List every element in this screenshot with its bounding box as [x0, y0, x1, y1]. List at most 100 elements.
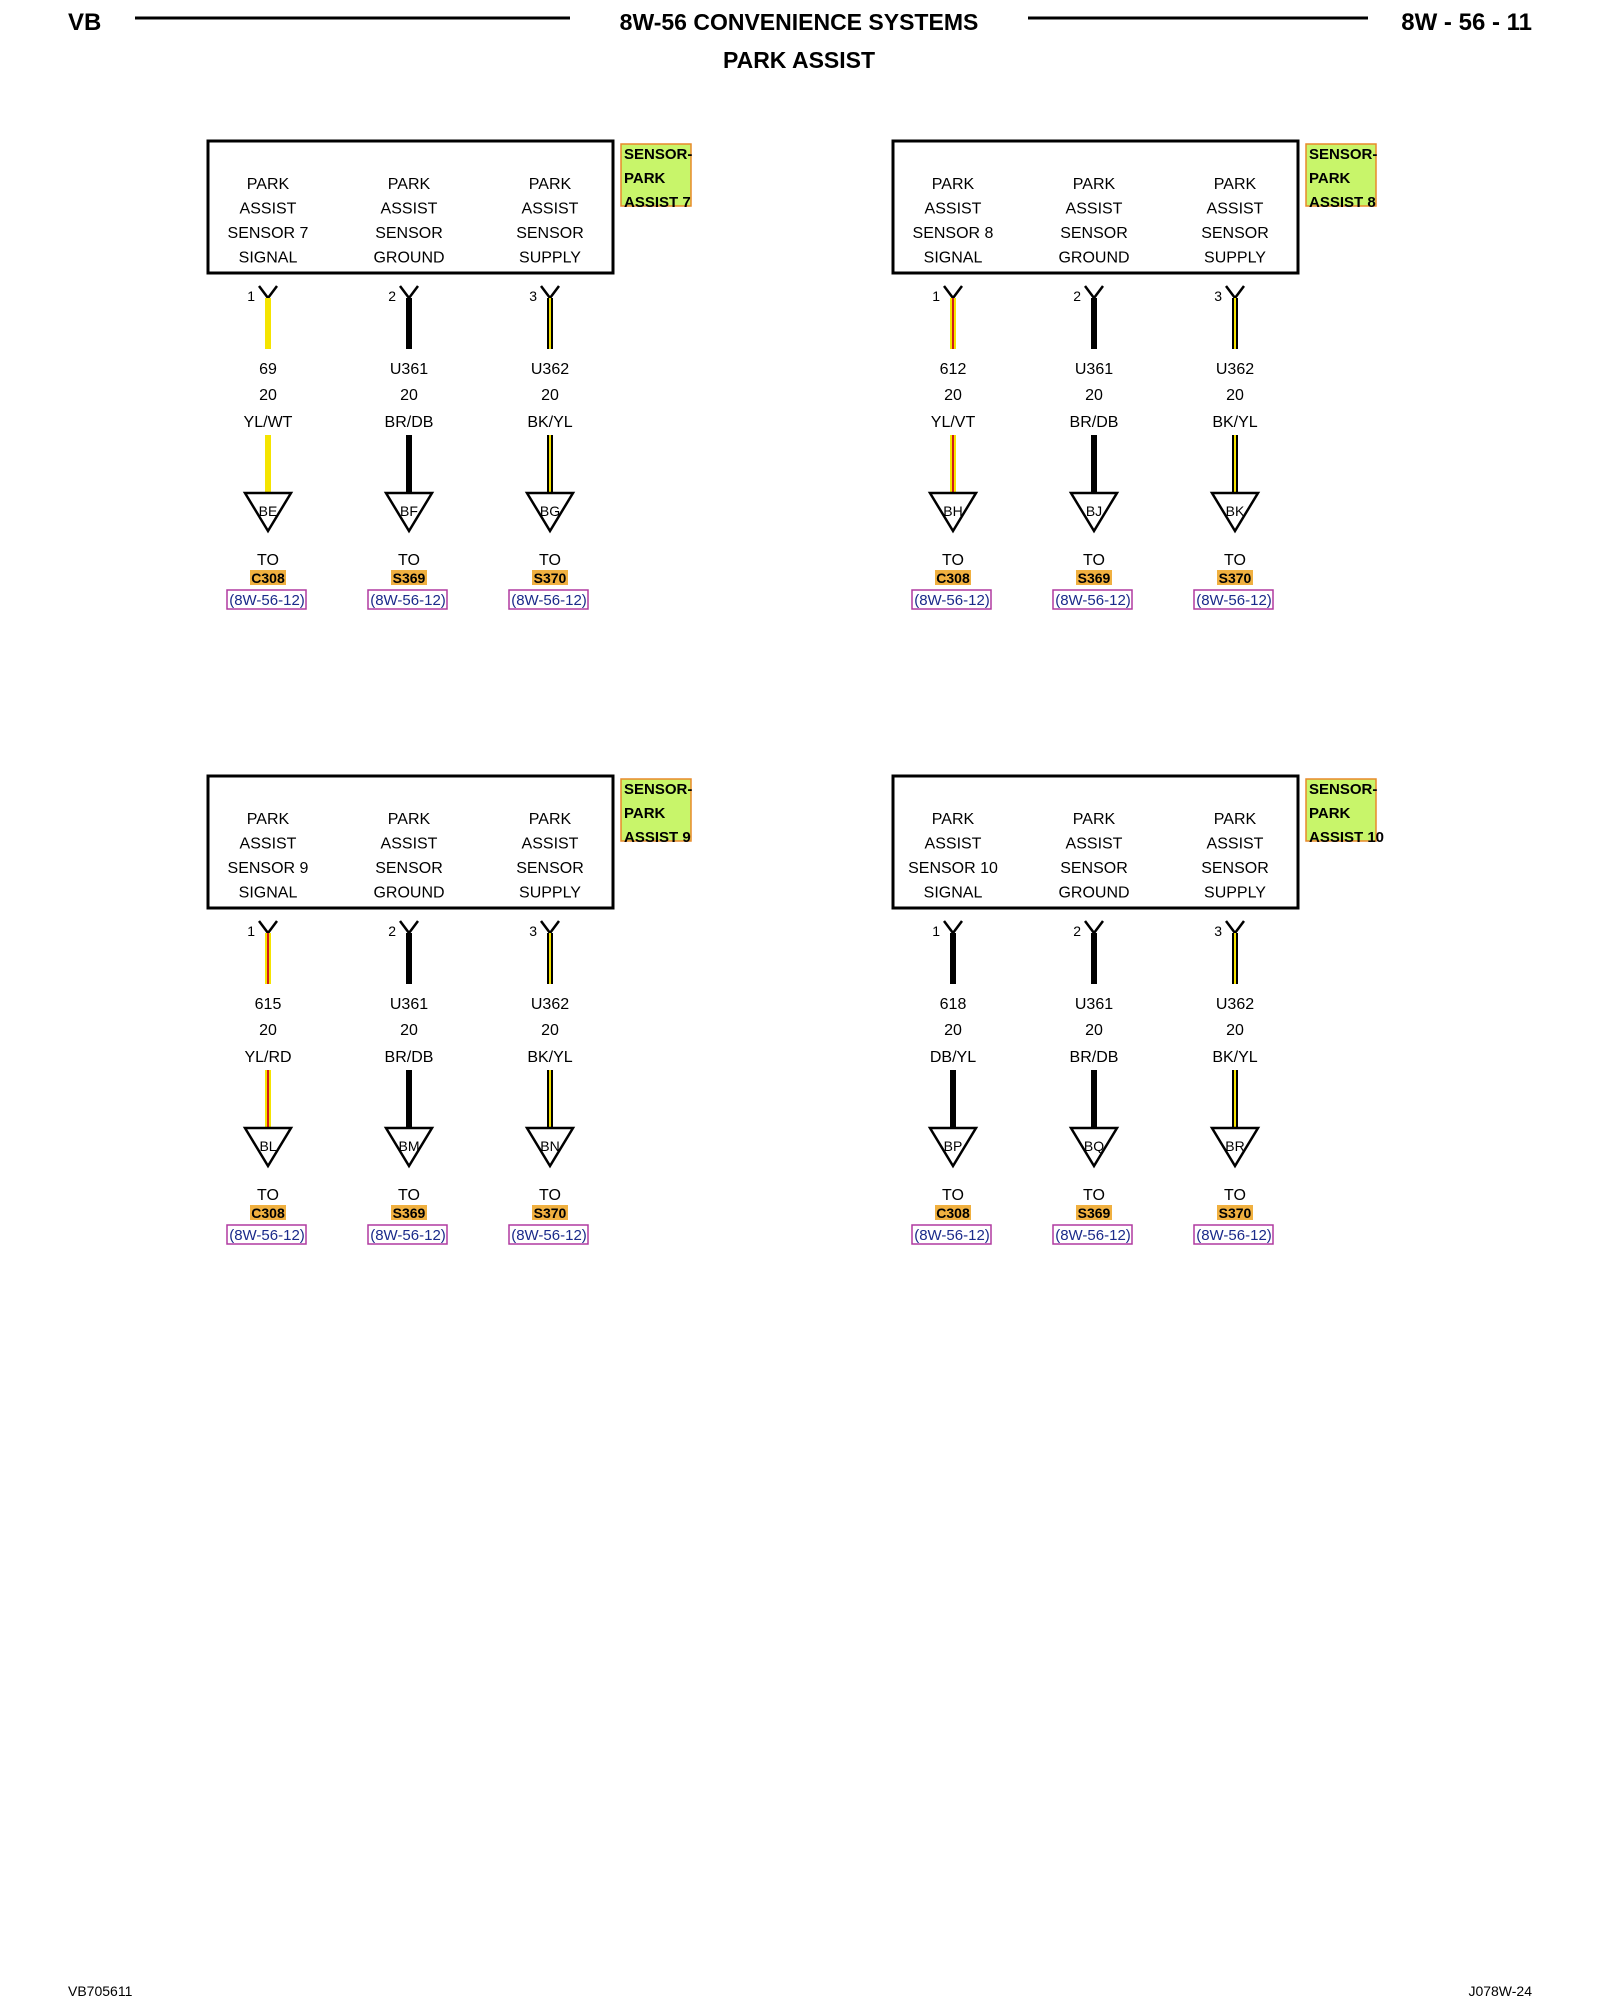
circuit-number: U362 [531, 361, 569, 378]
inline-connector-arrow [927, 1126, 979, 1169]
pin-function-label: SENSOR 10 [908, 860, 998, 877]
page-ref-link[interactable]: (8W-56-12) [229, 592, 305, 609]
circuit-number: U361 [390, 361, 428, 378]
pin-function-label: ASSIST [925, 836, 982, 853]
connector-cavity: BE [259, 503, 278, 519]
pin-function-label: GROUND [1058, 885, 1129, 902]
page-ref-box [911, 589, 992, 610]
pin-function-label: ASSIST [1066, 836, 1123, 853]
pin-function-label: ASSIST [381, 201, 438, 218]
wire-color: BR/DB [385, 414, 434, 431]
destination-to: TO [398, 552, 420, 569]
page-ref-link[interactable]: (8W-56-12) [914, 592, 990, 609]
pin-number: 3 [529, 923, 537, 939]
terminal-fork [943, 920, 963, 936]
wire-color: DB/YL [930, 1049, 976, 1066]
pin-function-label: ASSIST [522, 836, 579, 853]
destination-connector[interactable]: S370 [1219, 570, 1252, 586]
destination-to: TO [942, 552, 964, 569]
component-tag [1305, 778, 1377, 842]
pin-number: 2 [388, 288, 396, 304]
component-box [891, 139, 1300, 275]
destination-highlight [250, 570, 286, 585]
pin-number: 3 [1214, 923, 1222, 939]
connector-cavity: BF [400, 503, 418, 519]
destination-connector[interactable]: C308 [251, 1205, 285, 1221]
pin-function-label: SENSOR [1060, 225, 1128, 242]
pin-3-circuit: PARKASSISTSENSORSUPPLY3U36220BK/YLBKTOS3… [1193, 176, 1274, 610]
destination-connector[interactable]: S369 [1078, 1205, 1111, 1221]
wire-color: BK/YL [1212, 414, 1257, 431]
destination-highlight [935, 1205, 971, 1220]
destination-connector[interactable]: C308 [936, 570, 970, 586]
terminal-fork [399, 285, 419, 301]
pin-number: 1 [932, 923, 940, 939]
circuit-number: 618 [940, 996, 967, 1013]
page-ref-link[interactable]: (8W-56-12) [1055, 1227, 1131, 1244]
pin-function-label: SENSOR [1060, 860, 1128, 877]
footer-right: J078W-24 [1468, 1983, 1532, 1999]
pin-function-label: ASSIST [381, 836, 438, 853]
destination-connector[interactable]: S370 [1219, 1205, 1252, 1221]
pin-function-label: ASSIST [1066, 201, 1123, 218]
pin-number: 2 [388, 923, 396, 939]
destination-highlight [532, 1205, 568, 1220]
pin-function-label: SENSOR 8 [913, 225, 994, 242]
circuit-number: U361 [1075, 361, 1113, 378]
pin-3-circuit: PARKASSISTSENSORSUPPLY3U36220BK/YLBNTOS3… [508, 811, 589, 1245]
component-tag-line: ASSIST 10 [1309, 829, 1384, 846]
pin-function-label: PARK [1214, 176, 1257, 193]
component-tag-line: ASSIST 7 [624, 194, 691, 211]
page-ref-link[interactable]: (8W-56-12) [1196, 592, 1272, 609]
wire-color: YL/WT [244, 414, 293, 431]
terminal-fork [399, 920, 419, 936]
page-ref-link[interactable]: (8W-56-12) [370, 592, 446, 609]
page-ref-box [1052, 589, 1133, 610]
pin-function-label: SENSOR [375, 860, 443, 877]
page-ref-link[interactable]: (8W-56-12) [1055, 592, 1131, 609]
page-ref-link[interactable]: (8W-56-12) [370, 1227, 446, 1244]
destination-connector[interactable]: S370 [534, 570, 567, 586]
page-title: 8W-56 CONVENIENCE SYSTEMS [620, 9, 979, 35]
pin-function-label: ASSIST [925, 201, 982, 218]
page-ref-link[interactable]: (8W-56-12) [511, 1227, 587, 1244]
circuit-number: U362 [1216, 361, 1254, 378]
pin-function-label: SENSOR 9 [228, 860, 309, 877]
pin-function-label: SIGNAL [239, 885, 298, 902]
circuit-number: U362 [1216, 996, 1254, 1013]
pin-function-label: SENSOR [375, 225, 443, 242]
destination-highlight [250, 1205, 286, 1220]
connector-cavity: BL [259, 1138, 276, 1154]
destination-connector[interactable]: S369 [1078, 570, 1111, 586]
pin-3-circuit: PARKASSISTSENSORSUPPLY3U36220BK/YLBGTOS3… [508, 176, 589, 610]
pin-function-label: ASSIST [240, 201, 297, 218]
pin-function-label: ASSIST [240, 836, 297, 853]
page-header: VB 8W-56 CONVENIENCE SYSTEMS 8W - 56 - 1… [68, 9, 1532, 73]
component-tag [620, 778, 692, 842]
page-ref-link[interactable]: (8W-56-12) [229, 1227, 305, 1244]
pin-2-circuit: PARKASSISTSENSORGROUND2U36120BR/DBBJTOS3… [1052, 176, 1133, 610]
destination-connector[interactable]: S370 [534, 1205, 567, 1221]
pin-number: 1 [247, 288, 255, 304]
wire-color: YL/VT [931, 414, 976, 431]
pin-function-label: SUPPLY [1204, 885, 1266, 902]
terminal-fork [540, 920, 560, 936]
terminal-fork [1225, 920, 1245, 936]
destination-connector[interactable]: S369 [393, 570, 426, 586]
page-ref-link[interactable]: (8W-56-12) [914, 1227, 990, 1244]
destination-connector[interactable]: S369 [393, 1205, 426, 1221]
destination-connector[interactable]: C308 [936, 1205, 970, 1221]
destination-connector[interactable]: C308 [251, 570, 285, 586]
page-number: 8W - 56 - 11 [1401, 9, 1532, 36]
page-ref-link[interactable]: (8W-56-12) [511, 592, 587, 609]
pin-function-label: SUPPLY [519, 885, 581, 902]
destination-highlight [1076, 1205, 1112, 1220]
page-ref-box [367, 589, 448, 610]
destination-to: TO [257, 552, 279, 569]
component-tag-line: PARK [1309, 805, 1351, 822]
page-ref-link[interactable]: (8W-56-12) [1196, 1227, 1272, 1244]
wire-color: BR/DB [1070, 414, 1119, 431]
